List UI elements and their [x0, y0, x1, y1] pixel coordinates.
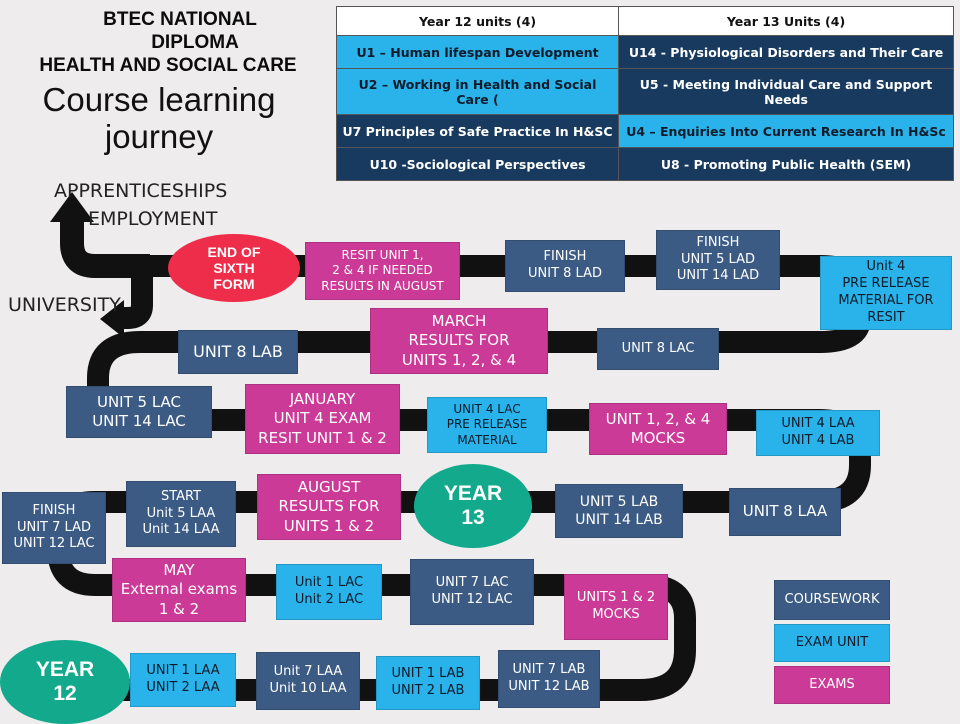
step-may-exams: MAY External exams 1 & 2 — [112, 558, 246, 622]
step-unit1-laa: UNIT 1 LAA UNIT 2 LAA — [130, 653, 236, 707]
step-start-unit5: START Unit 5 LAA Unit 14 LAA — [126, 481, 236, 547]
exit-road-up — [60, 218, 150, 278]
table-header-year13: Year 13 Units (4) — [618, 6, 954, 36]
step-unit4-lac: UNIT 4 LAC PRE RELEASE MATERIAL — [427, 397, 547, 453]
step-unit1-lac: Unit 1 LAC Unit 2 LAC — [276, 564, 382, 620]
title-btec: BTEC NATIONAL — [103, 9, 257, 30]
exit-university: UNIVERSITY — [8, 294, 121, 316]
step-unit7-lac: UNIT 7 LAC UNIT 12 LAC — [410, 559, 534, 625]
table-cell: U1 – Human lifespan Development — [335, 35, 620, 69]
milestone-end-of-sixth-form: END OF SIXTH FORM — [168, 234, 300, 302]
unit-table: Year 12 units (4) Year 13 Units (4) U1 –… — [335, 6, 954, 181]
title-journey: journey — [104, 118, 214, 155]
table-cell: U10 -Sociological Perspectives — [335, 147, 620, 181]
step-finish-unit5: FINISH UNIT 5 LAD UNIT 14 LAD — [656, 230, 780, 290]
table-cell: U14 - Physiological Disorders and Their … — [618, 35, 954, 69]
table-cell: U8 - Promoting Public Health (SEM) — [618, 147, 954, 181]
title-diploma: DIPLOMA — [151, 32, 239, 53]
legend-exam-unit: EXAM UNIT — [774, 624, 890, 662]
step-finish-unit8: FINISH UNIT 8 LAD — [505, 240, 625, 292]
step-march-results: MARCH RESULTS FOR UNITS 1, 2, & 4 — [370, 308, 548, 374]
step-unit7-lab: UNIT 7 LAB UNIT 12 LAB — [498, 650, 600, 708]
step-mocks-12: UNITS 1 & 2 MOCKS — [564, 574, 668, 640]
step-finish-unit7: FINISH UNIT 7 LAD UNIT 12 LAC — [2, 492, 106, 564]
arrow-left-icon — [100, 300, 124, 338]
table-cell: U7 Principles of Safe Practice In H&SC — [335, 114, 620, 148]
arrow-up-icon — [50, 192, 94, 222]
legend-coursework: COURSEWORK — [774, 580, 890, 620]
step-unit1-lab: UNIT 1 LAB UNIT 2 LAB — [376, 656, 480, 710]
title-course: Course learning — [42, 81, 276, 118]
step-resit: RESIT UNIT 1, 2 & 4 IF NEEDED RESULTS IN… — [305, 242, 460, 300]
step-august-results: AUGUST RESULTS FOR UNITS 1 & 2 — [257, 474, 401, 540]
step-january-exam: JANUARY UNIT 4 EXAM RESIT UNIT 1 & 2 — [245, 384, 400, 454]
table-cell: U4 – Enquiries Into Current Research In … — [618, 114, 954, 148]
exit-apprenticeships: APPRENTICESHIPS — [54, 180, 228, 202]
legend-exams: EXAMS — [774, 666, 890, 704]
exit-road-down — [120, 272, 153, 329]
step-unit5-lac: UNIT 5 LAC UNIT 14 LAC — [66, 386, 212, 438]
table-header-year12: Year 12 units (4) — [335, 6, 620, 36]
table-cell: U5 - Meeting Individual Care and Support… — [618, 68, 954, 115]
step-unit4-laa: UNIT 4 LAA UNIT 4 LAB — [756, 410, 880, 456]
title-subject: HEALTH AND SOCIAL CARE — [39, 55, 297, 76]
step-unit4-pre-release: Unit 4 PRE RELEASE MATERIAL FOR RESIT — [820, 256, 952, 330]
step-unit8-lab: UNIT 8 LAB — [178, 330, 298, 374]
step-mocks-124: UNIT 1, 2, & 4 MOCKS — [589, 403, 727, 455]
exit-employment: EMPLOYMENT — [88, 208, 218, 230]
step-unit5-lab: UNIT 5 LAB UNIT 14 LAB — [555, 484, 683, 538]
milestone-year-12: YEAR 12 — [0, 640, 130, 724]
step-unit8-lac: UNIT 8 LAC — [597, 328, 719, 370]
step-unit8-laa: UNIT 8 LAA — [729, 488, 841, 536]
table-cell: U2 – Working in Health and Social Care ( — [335, 68, 620, 115]
milestone-year-13: YEAR 13 — [414, 464, 532, 548]
step-unit7-laa: Unit 7 LAA Unit 10 LAA — [256, 652, 360, 710]
